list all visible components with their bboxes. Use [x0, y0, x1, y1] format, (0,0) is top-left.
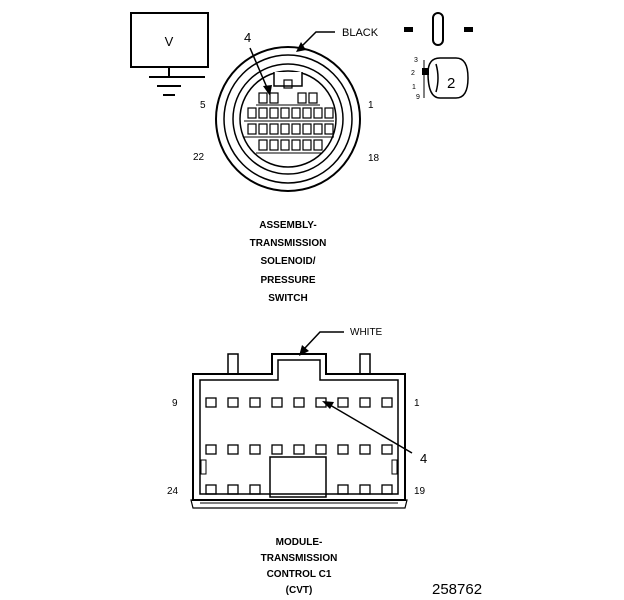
- top-callout-number: 4: [244, 30, 251, 45]
- detail-pin-3: 3: [414, 57, 418, 64]
- bottom-pin-label-9: 9: [172, 398, 178, 409]
- figure-id: 258762: [432, 581, 482, 598]
- bottom-pin-label-1: 1: [414, 398, 420, 409]
- black-color-callout: BLACK: [296, 27, 379, 52]
- top-pin-label-5: 5: [200, 100, 206, 111]
- black-color-label: BLACK: [342, 27, 379, 39]
- top-pin-label-22: 22: [193, 152, 205, 163]
- svg-text:MODULE-: MODULE-: [276, 537, 323, 548]
- svg-text:PRESSURE: PRESSURE: [260, 275, 315, 286]
- solenoid-terminal-cavities: [247, 92, 334, 151]
- terminal-detail: 2 3 2 1 9: [404, 12, 473, 101]
- module-caption: MODULE- TRANSMISSION CONTROL C1 (CVT): [261, 537, 338, 596]
- svg-text:SWITCH: SWITCH: [268, 293, 307, 304]
- svg-text:CONTROL C1: CONTROL C1: [267, 569, 332, 580]
- module-terminal-cavities: [205, 397, 393, 495]
- solenoid-connector: [215, 46, 361, 192]
- svg-text:TRANSMISSION: TRANSMISSION: [261, 553, 338, 564]
- svg-text:TRANSMISSION: TRANSMISSION: [250, 238, 327, 249]
- detail-callout-number: 2: [447, 75, 455, 92]
- top-pin-label-1: 1: [368, 100, 374, 111]
- bottom-pin-label-24: 24: [167, 486, 179, 497]
- bottom-pin-label-19: 19: [414, 486, 426, 497]
- ground-icon: [149, 67, 205, 96]
- bottom-callout-number: 4: [420, 451, 427, 466]
- top-pin-label-18: 18: [368, 153, 380, 164]
- module-connector: [190, 353, 408, 509]
- top-terminal-callout: 4: [244, 30, 272, 96]
- voltmeter-label: V: [165, 34, 174, 49]
- white-color-label: WHITE: [350, 327, 383, 338]
- svg-text:SOLENOID/: SOLENOID/: [260, 256, 315, 267]
- svg-text:ASSEMBLY-: ASSEMBLY-: [259, 220, 316, 231]
- detail-pin-9: 9: [416, 94, 420, 101]
- solenoid-caption: ASSEMBLY- TRANSMISSION SOLENOID/ PRESSUR…: [250, 220, 327, 304]
- detail-pin-2: 2: [411, 70, 415, 77]
- white-color-callout: WHITE: [299, 327, 383, 356]
- svg-text:(CVT): (CVT): [286, 585, 313, 596]
- detail-pin-1: 1: [412, 84, 416, 91]
- voltmeter-symbol: V: [130, 12, 209, 96]
- bottom-terminal-callout: 4: [322, 401, 427, 466]
